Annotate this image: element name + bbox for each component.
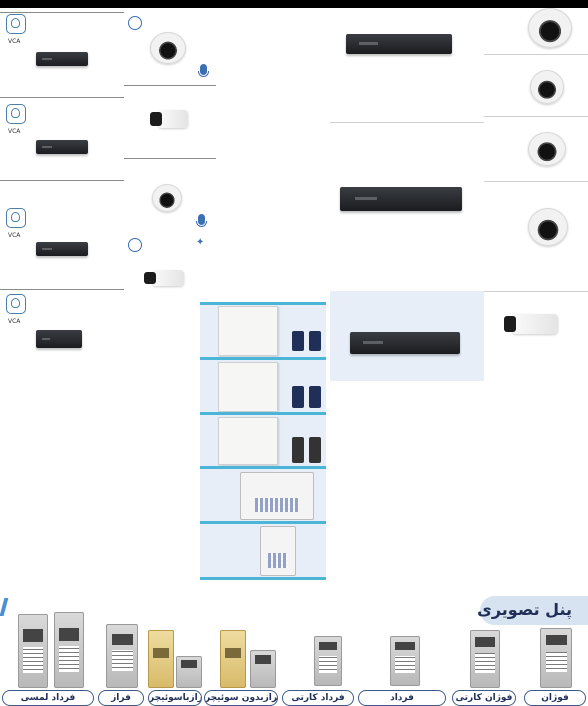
divider [200, 577, 326, 580]
ai-feature-icon [128, 238, 142, 252]
door-phone-image[interactable] [176, 656, 202, 688]
bullet-camera-image[interactable] [150, 110, 188, 128]
remote-control-image[interactable] [309, 437, 321, 463]
alarm-panel-image[interactable] [218, 306, 278, 356]
divider [200, 302, 326, 305]
vca-label: VCA [8, 38, 21, 45]
dome-camera-image[interactable] [528, 132, 566, 166]
vca-label: VCA [8, 128, 21, 135]
nvr-recorder-image[interactable] [36, 242, 88, 256]
caption-fojan[interactable]: فوژان [524, 690, 586, 706]
door-phone-image[interactable] [106, 624, 138, 688]
door-phone-image[interactable] [148, 630, 174, 688]
alarm-panel-image[interactable] [218, 417, 278, 465]
remote-control-image[interactable] [292, 437, 304, 463]
section-title-pill [480, 596, 588, 625]
vca-icon [6, 104, 26, 124]
caption-fardad[interactable]: فرداد [358, 690, 446, 706]
section-title: پنل تصویری [477, 600, 572, 619]
divider [330, 122, 484, 123]
vca-label: VCA [8, 318, 21, 325]
keypad-panel-image[interactable] [240, 472, 314, 520]
vca-icon [6, 14, 26, 34]
top-black-bar [0, 0, 588, 8]
nvr-recorder-image[interactable] [36, 140, 88, 154]
dome-camera-image[interactable] [530, 70, 564, 104]
vca-icon [6, 208, 26, 228]
ai-feature-icon [128, 16, 142, 30]
door-phone-image[interactable] [540, 628, 572, 688]
alarm-panel-image[interactable] [218, 362, 278, 412]
caption-faraz[interactable]: فراز [98, 690, 144, 706]
caption-faraz-switcher[interactable]: فرازباسوئیچر [148, 690, 202, 706]
nvr-recorder-image[interactable] [36, 330, 82, 348]
door-phone-image[interactable] [390, 636, 420, 686]
door-phone-image[interactable] [18, 614, 48, 688]
divider [200, 466, 326, 469]
sparkle-icon: ✦ [196, 237, 205, 248]
dome-camera-image[interactable] [152, 184, 182, 212]
remote-control-image[interactable] [309, 386, 321, 408]
door-phone-image[interactable] [250, 650, 276, 688]
divider [0, 12, 124, 13]
decor-stripe-icon [0, 598, 17, 616]
caption-fardad-card[interactable]: فرداد کارتی [282, 690, 354, 706]
door-phone-image[interactable] [314, 636, 342, 686]
dome-camera-image[interactable] [528, 208, 568, 246]
remote-control-image[interactable] [292, 331, 304, 351]
caption-fardad-touch[interactable]: فرداد لمسی [2, 690, 94, 706]
divider [484, 54, 588, 55]
divider [484, 181, 588, 182]
caption-fojan-card[interactable]: فوژان کارتی [452, 690, 516, 706]
divider [200, 357, 326, 360]
door-phone-image[interactable] [54, 612, 84, 688]
divider [0, 97, 124, 98]
caption-faraz-no-switcher[interactable]: فرازبدون سوئیچر [204, 690, 278, 706]
divider [200, 521, 326, 524]
divider [0, 289, 124, 290]
nvr-recorder-image[interactable] [350, 332, 460, 354]
divider [200, 412, 326, 415]
divider [484, 291, 588, 292]
microphone-icon [198, 64, 209, 77]
divider [484, 116, 588, 117]
keypad-panel-image[interactable] [260, 526, 296, 576]
divider [124, 158, 216, 159]
remote-control-image[interactable] [309, 331, 321, 351]
dome-camera-image[interactable] [150, 32, 186, 64]
divider [0, 180, 124, 181]
dome-camera-image[interactable] [528, 8, 572, 48]
microphone-icon [196, 214, 207, 227]
door-phone-image[interactable] [220, 630, 246, 688]
bullet-camera-image[interactable] [144, 270, 184, 286]
nvr-recorder-image[interactable] [340, 187, 462, 211]
door-phone-image[interactable] [470, 630, 500, 688]
remote-control-image[interactable] [292, 386, 304, 408]
nvr-recorder-image[interactable] [346, 34, 452, 54]
vca-icon [6, 294, 26, 314]
bullet-camera-image[interactable] [504, 314, 558, 334]
nvr-recorder-image[interactable] [36, 52, 88, 66]
vca-label: VCA [8, 232, 21, 239]
divider [124, 85, 216, 86]
